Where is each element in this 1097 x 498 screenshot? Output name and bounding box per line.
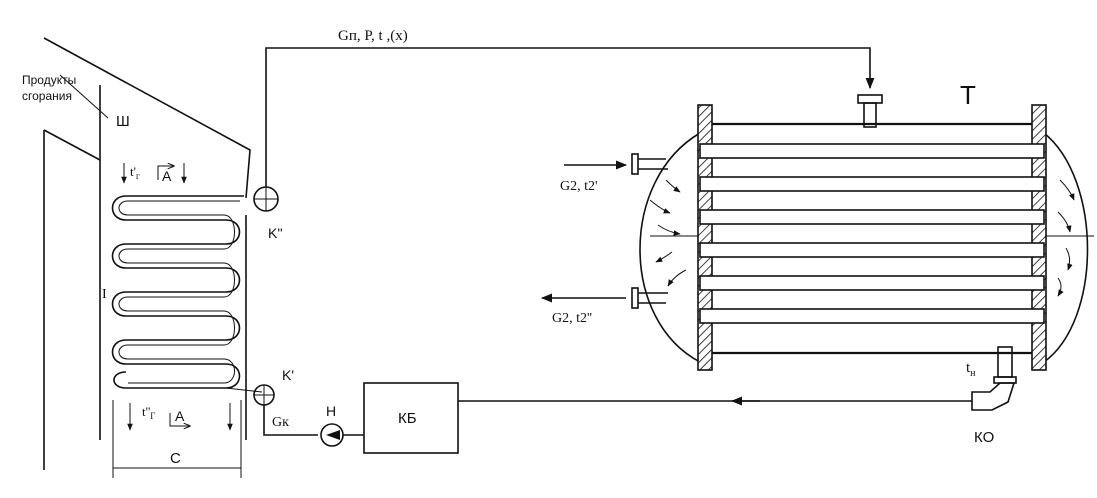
tube [699, 242, 1045, 258]
tube [699, 209, 1045, 225]
condensate-line: K' Gк Н КБ [253, 367, 972, 454]
condensate-tank [363, 382, 459, 454]
tube [699, 308, 1045, 324]
boiler-roof [43, 37, 251, 199]
steam-line: Gп, P, t ,(x) K'' [253, 28, 875, 241]
right-tube-sheet [1031, 104, 1047, 371]
tube-coil [111, 195, 244, 389]
condensate-flow-label: Gк [272, 415, 289, 430]
condensate-inlet-node-label: K' [282, 367, 294, 383]
condensate-drain-flange [993, 376, 1017, 384]
tube [699, 275, 1045, 291]
gas-out-label: t''Г [142, 404, 156, 421]
water-outlet-label: G2, t2'' [552, 311, 592, 326]
tube [699, 143, 1045, 159]
section-label-top: A [162, 168, 172, 184]
pump-arrow [326, 430, 340, 440]
condensate-return-pipe [263, 405, 318, 436]
water-inlet-label: G2, t2' [560, 179, 598, 194]
heat-exchanger: T G2, t2' G2, t2'' tн КО [540, 80, 1094, 446]
steam-pipe [265, 47, 875, 187]
steam-outlet-node-label: K'' [268, 225, 283, 241]
tube [699, 176, 1045, 192]
left-tube-sheet [697, 104, 713, 371]
tube-bundle-label: I [102, 287, 107, 302]
tank-label: КБ [398, 410, 417, 427]
right-head [1043, 132, 1089, 363]
flue-label-1: Продукты [22, 73, 76, 87]
coil-outlet-link [225, 387, 263, 393]
condensate-temp-label: tн [966, 360, 976, 379]
condensate-drain-pipe [997, 346, 1013, 378]
water-outlet-nozzle-flange [631, 287, 639, 309]
flue-label-2: сгорания [22, 89, 72, 103]
chimney-pointer [59, 74, 109, 119]
steam-inlet-nozzle-flange [857, 94, 883, 104]
section-mark-bottom [169, 413, 190, 426]
steam-line-label: Gп, P, t ,(x) [338, 28, 408, 44]
section-mark-top [157, 166, 174, 180]
head-flow-arrows [649, 179, 1075, 297]
tube-coil-inner [118, 200, 240, 384]
chimney-label: Ш [116, 113, 130, 130]
section-label-bottom: A [175, 408, 185, 424]
boiler-left-roof [43, 129, 101, 161]
heat-exchanger-label: T [960, 80, 976, 110]
drain-label: КО [974, 429, 994, 446]
width-label: C [170, 450, 181, 467]
pump-label: Н [326, 403, 336, 419]
steam-inlet-nozzle [863, 102, 877, 128]
boiler: Продукты сгорания Ш I t'г t''Г A A C [22, 37, 263, 478]
left-head [639, 132, 701, 363]
gas-in-label: t'г [130, 164, 140, 181]
water-inlet-nozzle-flange [631, 153, 639, 175]
condensate-trap [971, 382, 1016, 411]
